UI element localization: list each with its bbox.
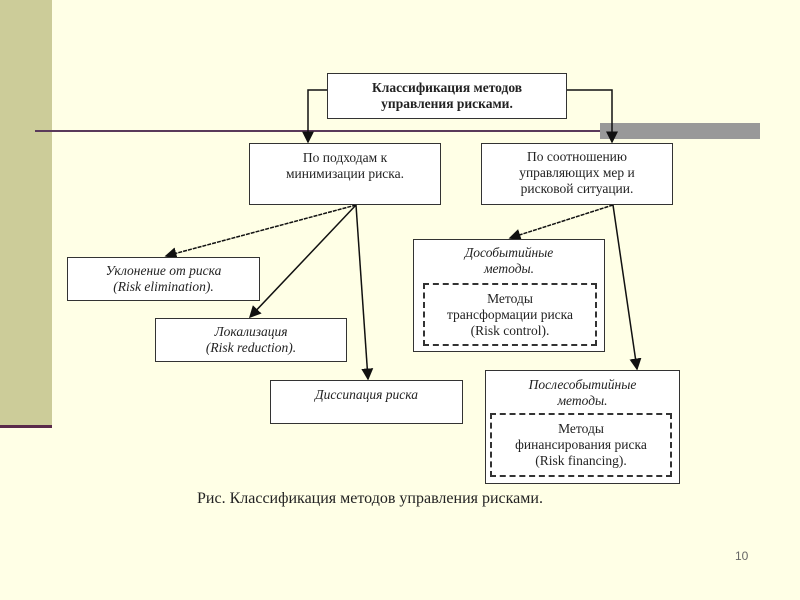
pre-event-inner-line: (Risk control).: [470, 322, 550, 338]
elimination-line: (Risk elimination).: [113, 279, 214, 294]
pre-event-inner-line: Методы: [487, 290, 533, 306]
approach-line: минимизации риска.: [285, 166, 405, 181]
post-event-title: методы.: [557, 393, 608, 408]
pre-event-title: Дособытийные: [464, 245, 554, 260]
figure-caption: Рис. Классификация методов управления ри…: [197, 490, 543, 507]
approach-box: По подходам к минимизации риска.: [249, 143, 441, 205]
ratio-box: По соотношению управляющих мер и рисково…: [481, 143, 673, 205]
reduction-line: (Risk reduction).: [205, 340, 297, 355]
ratio-line: рисковой ситуации.: [520, 181, 634, 196]
elimination-box: Уклонение от риска (Risk elimination).: [67, 257, 260, 301]
post-event-inner-line: Методы: [558, 421, 604, 436]
post-event-title: Послесобытийные: [528, 377, 637, 392]
post-event-box: Послесобытийные методы. Методы финансиро…: [485, 370, 680, 484]
dissipation-line: Диссипация риска: [315, 387, 418, 402]
root-line: управления рисками.: [381, 96, 513, 111]
slide-left-bar-underline: [0, 425, 52, 428]
arrow-to-pre-event: [508, 204, 614, 241]
post-event-inner-line: финансирования риска: [515, 437, 647, 452]
post-event-inner-box: Методы финансирования риска (Risk financ…: [490, 413, 672, 477]
page-number: 10: [735, 549, 749, 563]
elimination-line: Уклонение от риска: [105, 263, 222, 278]
arrow-to-post-event: [612, 204, 642, 371]
arrow-root-to-approach: [302, 89, 327, 144]
arrow-root-to-ratio: [567, 89, 618, 144]
slide-divider-accent: [600, 123, 760, 139]
reduction-line: Локализация: [214, 324, 288, 339]
arrow-to-reduction: [248, 204, 357, 319]
root-line: Классификация методов: [371, 80, 523, 95]
pre-event-box: Дособытийные методы. Методы трансформаци…: [413, 239, 605, 352]
slide-left-bar: [0, 0, 52, 425]
arrow-to-dissipation: [355, 204, 374, 381]
ratio-line: управляющих мер и: [519, 165, 635, 180]
root-box: Классификация методов управления рисками…: [327, 73, 567, 119]
reduction-box: Локализация (Risk reduction).: [155, 318, 347, 362]
slide-divider-line: [35, 130, 760, 132]
pre-event-title: методы.: [483, 261, 535, 276]
pre-event-inner-line: трансформации риска: [446, 306, 574, 322]
pre-event-inner-box: Методы трансформации риска (Risk control…: [423, 283, 597, 346]
post-event-inner-line: (Risk financing).: [535, 453, 627, 468]
arrow-to-elimination: [164, 204, 357, 260]
approach-line: По подходам к: [302, 150, 388, 165]
ratio-line: По соотношению: [527, 149, 627, 164]
dissipation-box: Диссипация риска: [270, 380, 463, 424]
